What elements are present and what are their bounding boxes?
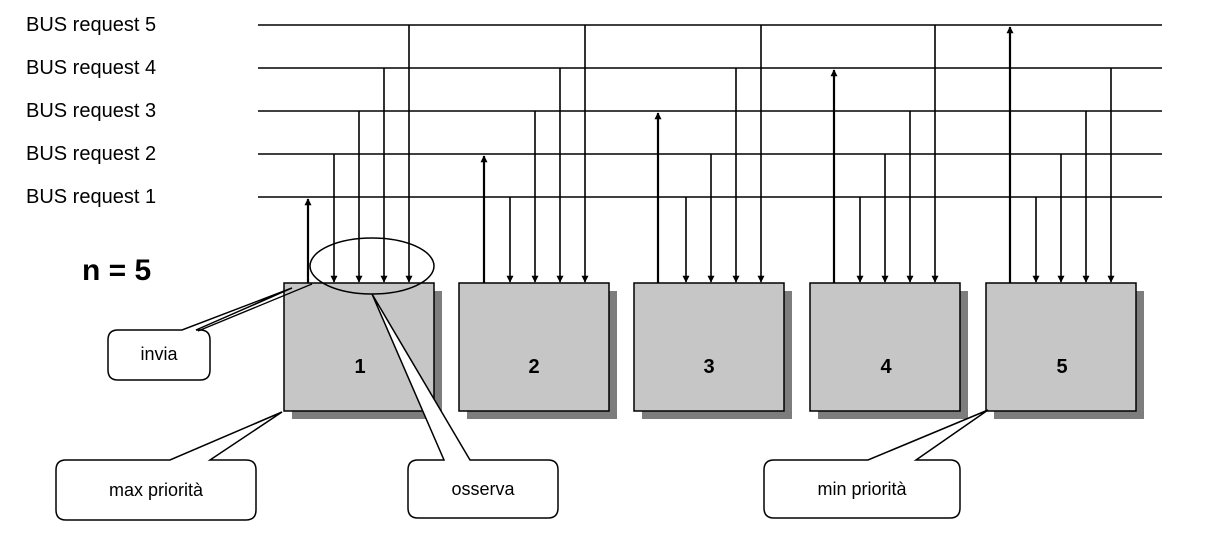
invia-label: invia (140, 344, 178, 364)
modules (283, 282, 1144, 419)
max-priorita-callout (55, 411, 283, 521)
min-priorita-callout (763, 409, 989, 519)
module-box-1 (283, 282, 435, 412)
callout-shapes (55, 237, 989, 521)
module-number-2: 2 (528, 356, 540, 378)
osserva-label: osserva (451, 479, 515, 499)
bus-request-label-5: BUS request 5 (26, 14, 157, 36)
module-number-4: 4 (880, 356, 892, 378)
module-box-2 (458, 282, 610, 412)
n-count-label: n = 5 (82, 254, 152, 287)
module-number-1: 1 (354, 356, 366, 378)
module-box-4 (809, 282, 961, 412)
module-box-3 (633, 282, 785, 412)
min-priorita-label: min priorità (817, 479, 907, 499)
module-box-5 (985, 282, 1137, 412)
osserva-callout (309, 237, 559, 519)
bus-request-label-2: BUS request 2 (26, 143, 157, 165)
max-priorita-label: max priorità (108, 480, 204, 500)
invia-callout (107, 283, 313, 381)
module-number-3: 3 (703, 356, 715, 378)
connection-wires (304, 25, 1115, 283)
bus-request-label-4: BUS request 4 (26, 57, 157, 79)
bus-request-lines (258, 24, 1162, 198)
module-number-5: 5 (1056, 356, 1068, 378)
bus-request-label-3: BUS request 3 (26, 100, 157, 122)
bus-request-label-1: BUS request 1 (26, 186, 157, 208)
